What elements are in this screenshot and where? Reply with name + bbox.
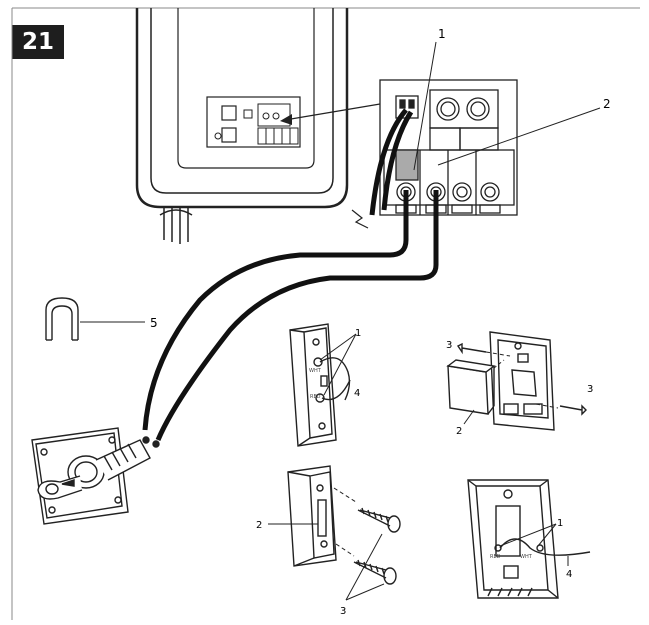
- callout-2-leader: [437, 107, 601, 166]
- marking-white-d: WHT: [520, 554, 533, 560]
- housing-wired: [467, 479, 591, 599]
- callout-3-b: 3: [340, 606, 346, 617]
- mounting-plate-with-cover: [446, 331, 587, 431]
- screw-guide-c2: [535, 403, 559, 409]
- callout-1-a: 1: [355, 328, 361, 339]
- callout-3-c-left: 3: [446, 340, 452, 351]
- cover-guide: [493, 359, 505, 369]
- callout-3-c-right: 3: [587, 384, 593, 395]
- callout-2-b: 2: [256, 520, 262, 531]
- screw-guide-1: [333, 487, 357, 503]
- screw-guide-2: [335, 543, 355, 557]
- callout-5: 5: [150, 316, 158, 330]
- callout-3-b-leader: [345, 533, 383, 601]
- callout-1-a-leader-2: [323, 333, 357, 396]
- key-switch-cable-1: [142, 190, 409, 431]
- terminal-block-detail: [379, 79, 518, 216]
- callout-3-b-leader-2: [345, 583, 385, 601]
- callout-2-c-leader: [463, 409, 475, 425]
- contact-block-wired: [289, 323, 351, 447]
- cable-break-mark: [351, 209, 369, 229]
- marking-red-d: RED: [490, 554, 501, 560]
- existing-cable-2: [381, 110, 414, 211]
- zoom-arrow-head: [280, 114, 292, 125]
- zoom-arrow-line: [284, 103, 381, 121]
- marking-red-a: RED: [310, 394, 321, 400]
- callout-1-d: 1: [557, 518, 563, 529]
- callout-1-a-leader: [319, 333, 357, 361]
- existing-cable: [369, 108, 408, 216]
- cable-clip: [45, 297, 79, 341]
- contact-block-screws: [287, 465, 401, 585]
- key-switch: [31, 427, 160, 525]
- callout-1-leader: [413, 41, 437, 171]
- callout-2-main: 2: [603, 97, 611, 111]
- callout-1-main: 1: [438, 27, 446, 41]
- callout-4-d: 4: [566, 569, 572, 580]
- callout-2-c: 2: [456, 426, 462, 437]
- marking-white-a: WHT: [309, 368, 322, 374]
- key-switch-cable-2: [155, 190, 439, 441]
- figure-number-badge: 21: [12, 25, 64, 59]
- callout-1-d-leader-2: [537, 523, 557, 547]
- appliance-unit: [135, 8, 349, 244]
- callout-4-a: 4: [354, 388, 360, 399]
- callout-1-d-leader: [499, 523, 557, 547]
